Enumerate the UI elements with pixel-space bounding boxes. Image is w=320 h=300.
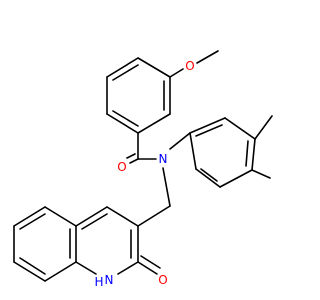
bond xyxy=(195,124,223,137)
bond xyxy=(126,153,136,159)
bond xyxy=(117,261,139,275)
bond xyxy=(254,115,273,140)
bond xyxy=(169,68,184,78)
molecule-structure: O O N H N O xyxy=(13,50,273,289)
bond xyxy=(189,117,226,134)
bond xyxy=(13,206,46,227)
bond xyxy=(112,110,139,127)
bond xyxy=(140,255,161,269)
bond xyxy=(251,169,271,179)
carbonyl-oxygen-label: O xyxy=(117,160,126,174)
bond xyxy=(137,205,171,227)
amide-nitrogen-label: N xyxy=(159,152,168,166)
methoxy-oxygen-label: O xyxy=(185,59,194,73)
bond xyxy=(224,117,256,140)
bond xyxy=(169,132,191,150)
bond xyxy=(75,261,97,275)
bond xyxy=(44,261,77,282)
bond xyxy=(13,261,46,282)
bond xyxy=(137,57,171,78)
bond xyxy=(19,213,46,230)
bond xyxy=(219,169,253,188)
bond xyxy=(81,213,108,230)
bond xyxy=(106,113,139,134)
ring-nh-hydrogen-label: H xyxy=(94,275,103,289)
bond xyxy=(19,257,46,275)
bond xyxy=(112,64,139,81)
bonds xyxy=(13,50,273,282)
bond xyxy=(106,57,139,78)
bond xyxy=(44,206,77,227)
bond xyxy=(195,168,221,188)
ring-nitrogen-label: N xyxy=(105,273,114,287)
bond xyxy=(75,206,108,227)
bond xyxy=(106,206,139,227)
bond xyxy=(129,158,139,164)
bond xyxy=(200,168,218,182)
bond xyxy=(189,132,197,170)
bond xyxy=(245,140,249,167)
structure-canvas: O O N H N O xyxy=(13,50,273,289)
bond xyxy=(251,138,256,171)
bond xyxy=(137,261,158,275)
bond xyxy=(162,167,171,207)
keto-oxygen-label: O xyxy=(158,273,167,287)
bond xyxy=(137,113,171,134)
bond xyxy=(196,50,219,64)
atom-labels: O O N H N O xyxy=(94,59,194,289)
